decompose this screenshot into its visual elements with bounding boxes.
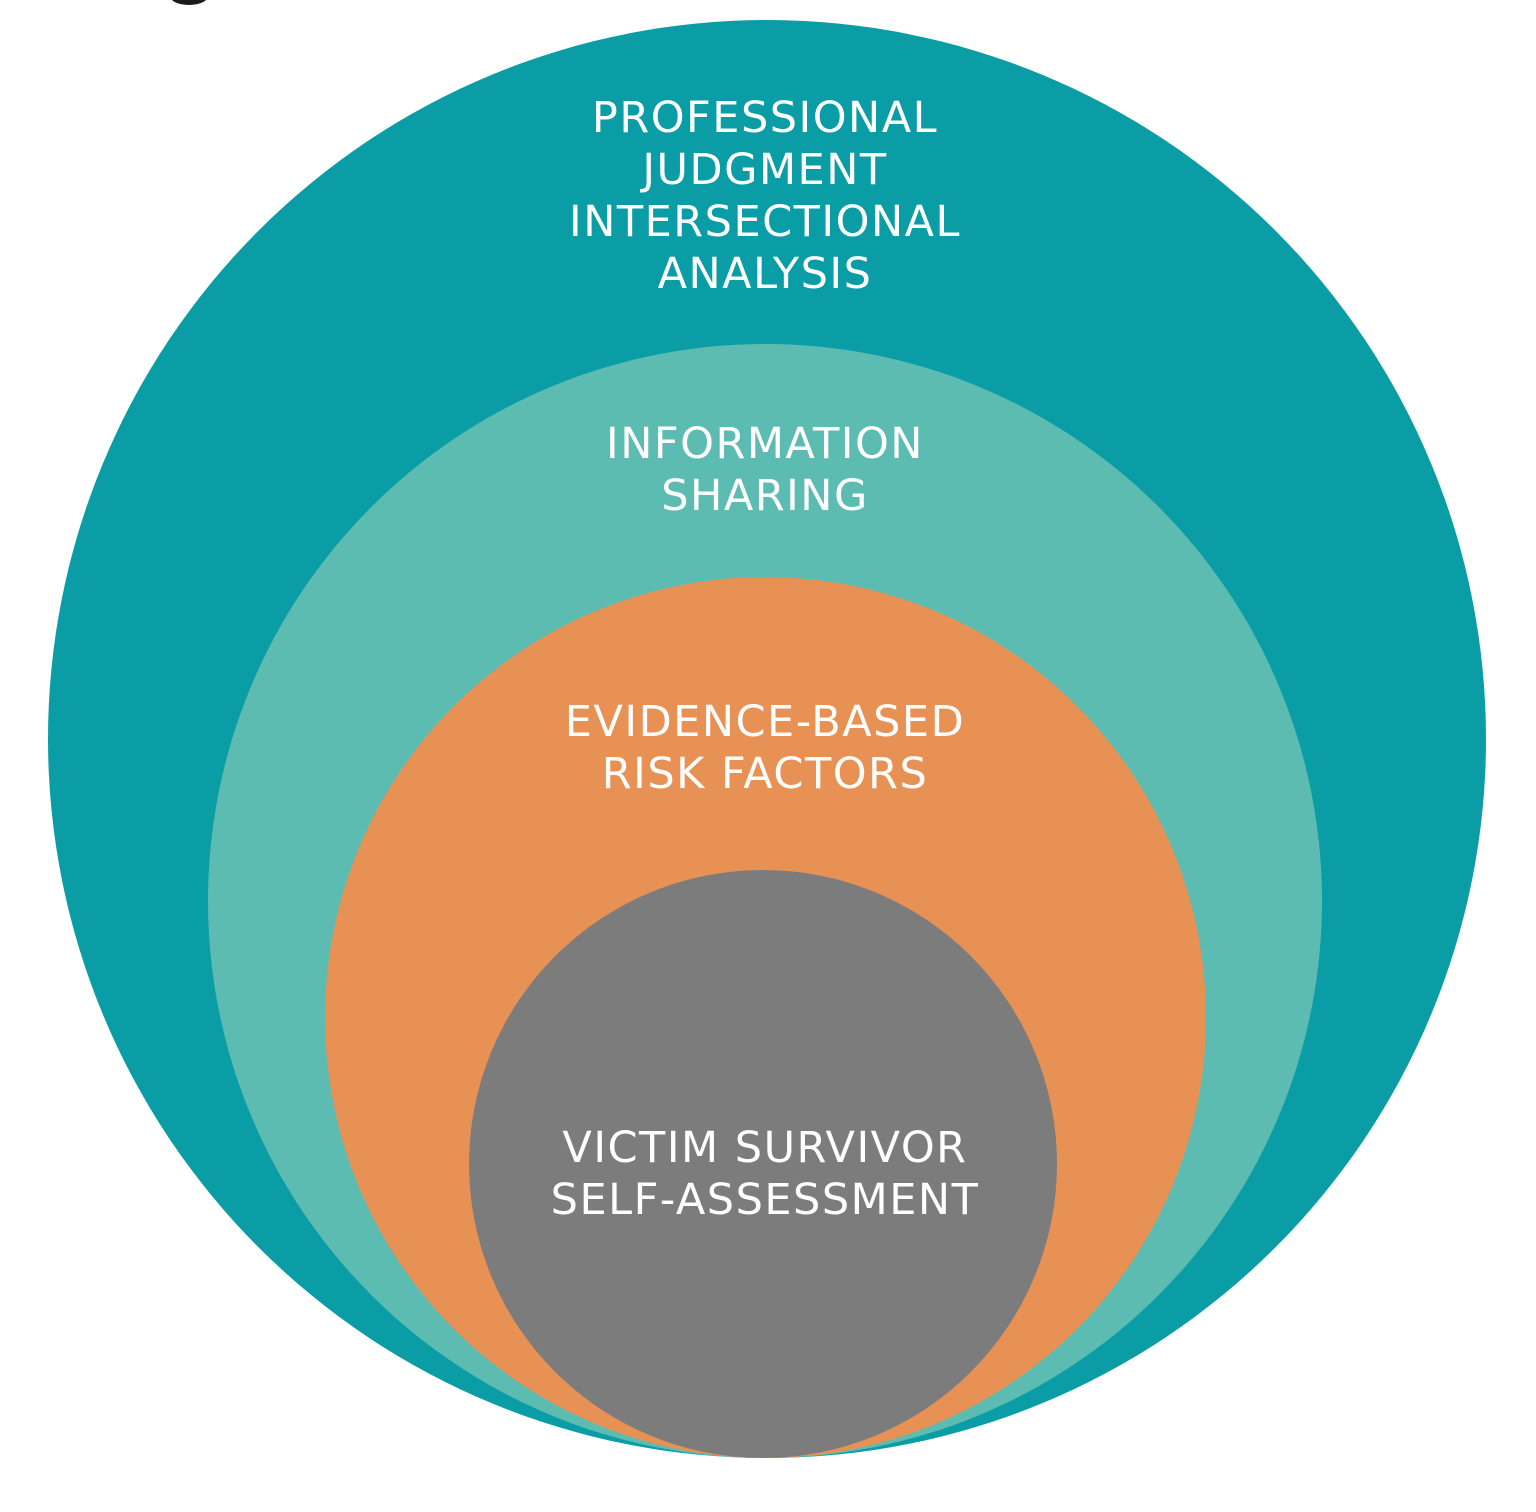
- label-victim-survivor-self-assessment: VICTIM SURVIVOR SELF-ASSESSMENT: [550, 1123, 980, 1225]
- label-professional-judgment-intersectional-analysis: PROFESSIONAL JUDGMENT INTERSECTIONAL ANA…: [569, 93, 961, 299]
- circle-victim-survivor-self-assessment: [469, 870, 1057, 1458]
- label-evidence-based-risk-factors: EVIDENCE-BASED RISK FACTORS: [564, 697, 966, 799]
- cropped-text-artifact: [171, 0, 207, 5]
- label-information-sharing: INFORMATION SHARING: [606, 419, 924, 521]
